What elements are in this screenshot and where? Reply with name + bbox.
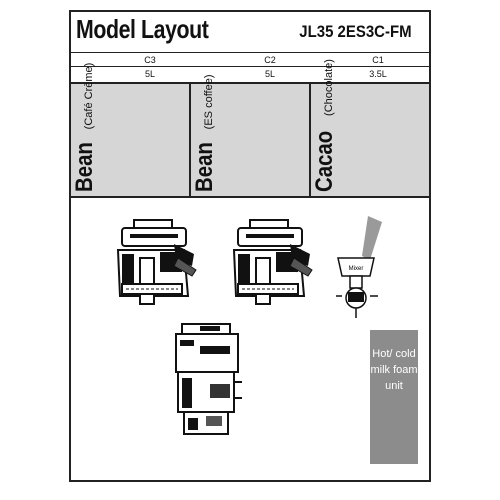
- model-code: JL35 2ES3C-FM: [299, 22, 412, 41]
- ingredient-detail: (Café Crème): [83, 62, 95, 130]
- ingredient-detail: (Chocolate): [323, 59, 335, 116]
- brewer-illustration: [175, 323, 242, 435]
- ingredient-box-c1: Cacao (Chocolate): [311, 59, 429, 196]
- ingredient-name: Bean: [191, 142, 218, 192]
- canister-capacity-c1: 3.5L: [369, 69, 387, 79]
- ingredient-detail: (ES coffee): [203, 74, 215, 130]
- canister-capacity-c3: 5L: [144, 69, 155, 79]
- canister-id-c2: C2: [264, 55, 276, 65]
- ingredient-box-c2: Bean (ES coffee): [191, 74, 311, 196]
- ingredient-name: Cacao: [311, 130, 338, 192]
- canister-id-c3: C3: [144, 55, 156, 65]
- ingredient-label-c3: Bean (Café Crème): [71, 63, 99, 192]
- mixer-label: Mixer: [349, 266, 364, 272]
- ingredient-label-c2: Bean (ES coffee): [191, 74, 219, 192]
- ingredient-name: Bean: [71, 142, 98, 192]
- header-divider: [69, 52, 431, 53]
- page-title: Model Layout: [76, 14, 209, 44]
- canister-id-c1: C1: [372, 55, 384, 65]
- mixer-illustration: Mixer: [336, 216, 382, 318]
- milk-foam-unit-box: Hot/ cold milk foam unit: [370, 330, 418, 464]
- ingredient-label-c1: Cacao (Chocolate): [311, 59, 339, 192]
- ingredient-box-c3: Bean (Café Crème): [71, 63, 191, 196]
- ingredient-label-row: Bean (Café Crème) Bean (ES coffee) Cacao (C…: [71, 59, 429, 196]
- grinder-c2-illustration: [232, 219, 313, 305]
- capacity-divider: [69, 82, 431, 84]
- row-divider: [69, 66, 431, 67]
- milk-foam-unit-label: Hot/ cold milk foam unit: [370, 348, 418, 392]
- canister-capacity-c2: 5L: [264, 69, 275, 79]
- label-row-bottom-border: [69, 196, 431, 198]
- grinder-c3-illustration: [116, 219, 197, 305]
